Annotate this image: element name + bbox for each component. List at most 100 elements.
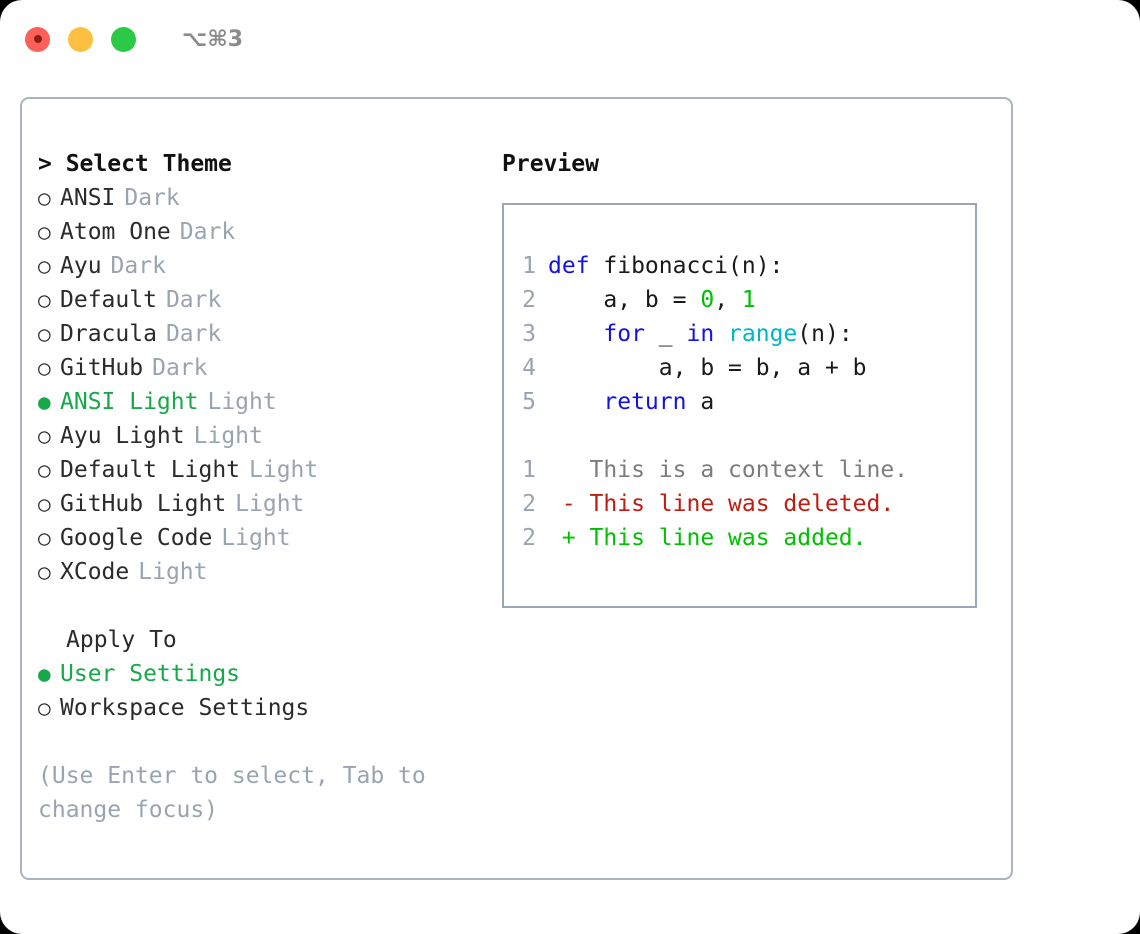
- diff-line-number: 1: [522, 457, 536, 483]
- code-token-kw: return: [603, 389, 687, 415]
- apply-to-option-user-settings[interactable]: ●User Settings: [38, 657, 468, 691]
- theme-option-variant: Light: [221, 525, 291, 551]
- code-token-plain: [548, 321, 603, 347]
- radio-unselected-icon: ○: [38, 424, 51, 448]
- code-token-plain: (n):: [797, 321, 853, 347]
- code-token-kw: def: [548, 253, 604, 279]
- theme-option-ansi-light[interactable]: ● ANSI Light Light: [38, 385, 468, 419]
- code-token-plain: [714, 321, 728, 347]
- diff-line-number: 2: [522, 525, 536, 551]
- radio-unselected-icon: ○: [38, 322, 51, 346]
- code-line-content: a, b = 0, 1: [548, 283, 755, 317]
- code-token-kw: for: [603, 321, 645, 347]
- apply-to-option-label: Workspace Settings: [60, 695, 310, 721]
- close-button[interactable]: [25, 26, 50, 52]
- close-pip-icon: [33, 35, 42, 43]
- theme-option-label: Atom One: [60, 219, 171, 245]
- theme-option-label: Default Light: [60, 457, 241, 483]
- theme-option-dracula[interactable]: ○ Dracula Dark: [38, 317, 468, 351]
- radio-unselected-icon: ○: [38, 696, 51, 720]
- title-bar: ⌥⌘3: [0, 0, 1140, 78]
- radio-selected-icon: ●: [38, 662, 51, 686]
- radio-unselected-icon: ○: [38, 220, 51, 244]
- code-line-number: 4: [522, 355, 536, 381]
- theme-option-ayu[interactable]: ○ Ayu Dark: [38, 249, 468, 283]
- theme-option-variant: Light: [207, 389, 277, 415]
- theme-option-label: ANSI: [60, 185, 116, 211]
- code-token-plain: a, b =: [548, 287, 701, 313]
- diff-sample: 1 This is a context line. 2 - This line w…: [504, 453, 975, 555]
- keyboard-shortcut-label: ⌥⌘3: [182, 26, 244, 52]
- theme-option-label: Ayu Light: [60, 423, 185, 449]
- theme-option-variant: Dark: [165, 321, 222, 347]
- code-line-number: 2: [522, 287, 536, 313]
- theme-option-variant: Light: [249, 457, 319, 483]
- code-diff-gap: [504, 419, 975, 453]
- radio-unselected-icon: ○: [38, 254, 51, 278]
- select-theme-heading: > Select Theme: [38, 151, 232, 177]
- theme-option-variant: Light: [193, 423, 263, 449]
- code-token-kw: in: [686, 321, 715, 347]
- keyboard-hint: (Use Enter to select, Tab to change focu…: [38, 763, 426, 823]
- theme-option-google-code[interactable]: ○ Google Code Light: [38, 521, 468, 555]
- code-token-plain: a: [686, 389, 715, 415]
- code-line-number: 5: [522, 389, 536, 415]
- diff-line-number: 2: [522, 491, 536, 517]
- radio-unselected-icon: ○: [38, 458, 51, 482]
- apply-to-option-workspace-settings[interactable]: ○ Workspace Settings: [38, 691, 468, 725]
- radio-unselected-icon: ○: [38, 288, 51, 312]
- diff-line-content: - This line was deleted.: [548, 491, 895, 517]
- theme-option-label: Google Code: [60, 525, 213, 551]
- theme-option-label: Ayu: [60, 253, 102, 279]
- code-line-content: return a: [548, 385, 714, 419]
- diff-line-add: 2 + This line was added.: [504, 521, 975, 555]
- code-token-plain: fibonacci(n):: [603, 253, 784, 279]
- minimize-button[interactable]: [68, 26, 93, 52]
- code-line-number: 1: [522, 253, 536, 279]
- theme-option-variant: Dark: [110, 253, 166, 279]
- code-token-plain: a, b = b, a + b: [548, 355, 867, 381]
- code-line-content: def fibonacci(n):: [548, 249, 783, 283]
- theme-option-label: GitHub Light: [60, 491, 227, 517]
- apply-to-list: ●User Settings ○ Workspace Settings: [38, 657, 468, 725]
- radio-unselected-icon: ○: [38, 526, 51, 550]
- theme-option-label: ANSI Light: [60, 389, 199, 415]
- code-line: 3 for _ in range(n):: [504, 317, 975, 351]
- theme-option-variant: Light: [235, 491, 305, 517]
- apply-to-heading: Apply To: [66, 627, 177, 653]
- hint-spacer: [38, 725, 468, 759]
- theme-option-ansi[interactable]: ○ ANSI Dark: [38, 181, 468, 215]
- radio-unselected-icon: ○: [38, 492, 51, 516]
- theme-option-variant: Dark: [124, 185, 180, 211]
- code-line: 2 a, b = 0, 1: [504, 283, 975, 317]
- theme-option-default-light[interactable]: ○ Default Light Light: [38, 453, 468, 487]
- theme-option-ayu-light[interactable]: ○ Ayu Light Light: [38, 419, 468, 453]
- radio-unselected-icon: ○: [38, 560, 51, 584]
- theme-option-github-light[interactable]: ○ GitHub Light Light: [38, 487, 468, 521]
- theme-option-label: Default: [60, 287, 157, 313]
- code-line: 4 a, b = b, a + b: [504, 351, 975, 385]
- radio-selected-icon: ●: [38, 390, 51, 414]
- theme-option-label: Dracula: [60, 321, 157, 347]
- code-line-content: for _ in range(n):: [548, 317, 853, 351]
- preview-heading: Preview: [502, 151, 599, 177]
- code-line: 5 return a: [504, 385, 975, 419]
- zoom-button[interactable]: [111, 26, 136, 52]
- diff-line-ctx: 1 This is a context line.: [504, 453, 975, 487]
- radio-unselected-icon: ○: [38, 186, 51, 210]
- code-line-number: 3: [522, 321, 536, 347]
- diff-line-content: + This line was added.: [548, 525, 867, 551]
- radio-unselected-icon: ○: [38, 356, 51, 380]
